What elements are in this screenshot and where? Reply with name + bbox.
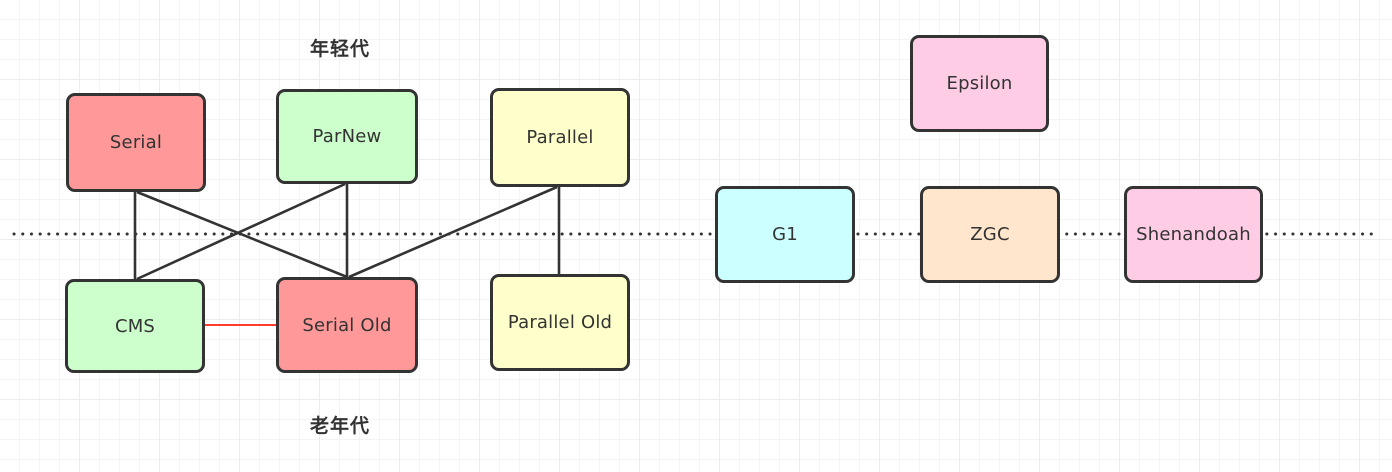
- node-label: Epsilon: [946, 73, 1013, 94]
- node-label: G1: [772, 224, 798, 245]
- edge-parallel-to-serial-old: [348, 185, 558, 279]
- node-parallel-old[interactable]: Parallel Old: [490, 274, 630, 371]
- node-serial[interactable]: Serial: [66, 93, 206, 192]
- edge-serial-to-serial-old: [136, 190, 348, 279]
- node-cms[interactable]: CMS: [65, 279, 205, 373]
- node-label: ParNew: [312, 126, 382, 147]
- node-serial-old[interactable]: Serial Old: [276, 277, 418, 373]
- node-shenandoah[interactable]: Shenandoah: [1124, 186, 1263, 283]
- node-label: Serial Old: [302, 314, 392, 336]
- edge-parnew-to-cms: [136, 182, 346, 281]
- node-label: Shenandoah: [1136, 224, 1251, 245]
- node-zgc[interactable]: ZGC: [920, 186, 1060, 283]
- node-label: Parallel: [526, 127, 594, 148]
- node-label: Parallel Old: [507, 312, 613, 333]
- young-generation-label: 年轻代: [310, 38, 371, 60]
- node-label: CMS: [114, 315, 156, 337]
- node-epsilon[interactable]: Epsilon: [910, 35, 1049, 132]
- node-parallel[interactable]: Parallel: [490, 88, 630, 187]
- node-label: Serial: [109, 132, 163, 153]
- old-generation-label: 老年代: [310, 415, 371, 437]
- node-parnew[interactable]: ParNew: [276, 89, 418, 184]
- node-label: ZGC: [970, 224, 1010, 245]
- node-g1[interactable]: G1: [715, 186, 855, 283]
